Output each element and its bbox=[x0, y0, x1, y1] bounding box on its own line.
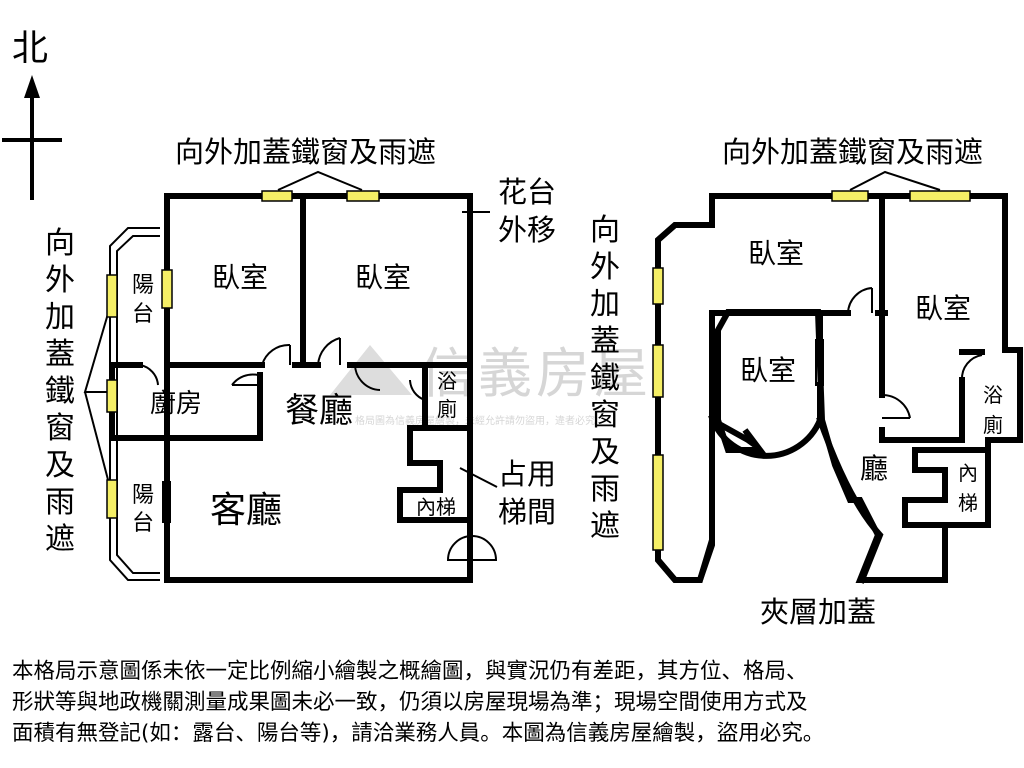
right-west-note-char: 窗 bbox=[590, 398, 620, 433]
left-entrance-door bbox=[446, 535, 498, 561]
right-curved-wall bbox=[708, 414, 824, 459]
right-room-bath-char: 廁 bbox=[983, 413, 1003, 437]
left-west-note: 向 外 加 蓋 鐵 窗 及 雨 遮 bbox=[45, 226, 75, 557]
right-window bbox=[652, 267, 664, 305]
left-planter-note: 外移 bbox=[498, 213, 556, 247]
left-west-note-char: 蓋 bbox=[45, 337, 75, 372]
left-top-note-leader bbox=[277, 170, 363, 191]
left-west-note-char: 雨 bbox=[45, 485, 75, 520]
left-room-stairs: 內梯 bbox=[416, 495, 456, 519]
left-room-bedroom-b: 臥室 bbox=[355, 261, 411, 294]
right-west-note-char: 雨 bbox=[590, 472, 620, 507]
disclaimer-line: 本格局示意圖係未依一定比例縮小繪製之概繪圖，與實況仍有差距，其方位、格局、 bbox=[12, 659, 808, 684]
right-door-arc bbox=[960, 354, 983, 381]
left-room-balcony-bottom-char: 台 bbox=[132, 511, 154, 536]
left-room-balcony-top-char: 台 bbox=[132, 302, 154, 327]
right-west-note-char: 加 bbox=[590, 287, 620, 322]
right-west-note-char: 及 bbox=[590, 435, 620, 470]
disclaimer-line: 面積有無登記(如：露台、陽台等)，請洽業務人員。本圖為信義房屋繪製，盜用必究。 bbox=[12, 721, 825, 746]
watermark-brand: 信義房屋 bbox=[420, 342, 652, 405]
left-west-note-leader bbox=[84, 391, 113, 496]
right-room-bedroom-b: 臥室 bbox=[915, 292, 971, 325]
right-top-note-leader bbox=[849, 170, 941, 191]
right-sliding-door bbox=[815, 339, 824, 386]
left-top-note: 向外加蓋鐵窗及雨遮 bbox=[175, 135, 436, 169]
right-window bbox=[831, 190, 869, 202]
left-west-note-char: 及 bbox=[45, 448, 75, 483]
right-top-note: 向外加蓋鐵窗及雨遮 bbox=[722, 135, 983, 169]
compass: 北 bbox=[2, 28, 62, 200]
left-west-note-char: 遮 bbox=[45, 522, 75, 557]
left-west-note-char: 加 bbox=[45, 300, 75, 335]
left-door-arc bbox=[409, 379, 426, 401]
left-stair-wall bbox=[397, 425, 473, 523]
watermark-notice: 格局圖為信義房屋繪製，未經允許請勿盜用，違者必究 bbox=[355, 414, 595, 427]
disclaimer: 本格局示意圖係未依一定比例縮小繪製之概繪圖，與實況仍有差距，其方位、格局、 形狀… bbox=[12, 656, 1016, 749]
right-west-note-char: 遮 bbox=[590, 509, 620, 544]
left-window bbox=[346, 190, 380, 202]
left-room-bedroom-a: 臥室 bbox=[212, 261, 268, 294]
right-west-note-char: 蓋 bbox=[590, 324, 620, 359]
left-room-living: 客廳 bbox=[210, 490, 282, 531]
left-outer-wall bbox=[164, 193, 473, 583]
right-room-bedroom-c: 臥室 bbox=[740, 354, 796, 387]
left-window bbox=[106, 274, 118, 318]
right-window bbox=[909, 190, 971, 202]
floor-plan-diagram: 信義房屋 格局圖為信義房屋繪製，未經允許請勿盜用，違者必究 北 向外加蓋鐵窗及雨… bbox=[2, 28, 1023, 629]
left-west-note-char: 窗 bbox=[45, 411, 75, 446]
left-stair-leader bbox=[459, 467, 498, 488]
right-bottom-note: 夾層加蓋 bbox=[760, 595, 876, 629]
right-door-arc bbox=[847, 287, 873, 314]
right-curved-wall bbox=[816, 416, 884, 584]
right-west-note-char: 鐵 bbox=[590, 361, 620, 396]
right-room-bedroom-a: 臥室 bbox=[748, 237, 804, 270]
right-room-stairs-char: 梯 bbox=[958, 491, 978, 515]
right-window bbox=[652, 454, 664, 551]
left-room-bath-char: 浴 bbox=[437, 369, 457, 393]
left-west-note-char: 外 bbox=[45, 263, 75, 298]
left-stair-note: 梯間 bbox=[498, 495, 556, 529]
right-plan: 向外加蓋鐵窗及雨遮 向 外 加 蓋 鐵 窗 及 雨 遮 bbox=[590, 135, 1023, 629]
left-west-note-char: 向 bbox=[45, 226, 75, 261]
right-door-arc bbox=[881, 393, 911, 419]
right-room-hall: 廳 bbox=[860, 452, 888, 485]
left-door-arc bbox=[139, 364, 159, 386]
left-west-note-char: 鐵 bbox=[45, 374, 75, 409]
left-room-balcony-top-char: 陽 bbox=[132, 273, 154, 298]
right-room-bath-char: 浴 bbox=[983, 383, 1003, 407]
left-room-bath-char: 廁 bbox=[437, 397, 457, 421]
right-stair-wall bbox=[902, 447, 948, 528]
left-door-arc bbox=[231, 373, 259, 386]
left-door-arc bbox=[354, 364, 381, 391]
left-sliding-door bbox=[162, 481, 171, 523]
left-plan: 向外加蓋鐵窗及雨遮 向 外 加 蓋 鐵 窗 及 雨 遮 bbox=[45, 135, 556, 583]
left-planter-note: 花台 bbox=[498, 175, 556, 209]
right-window bbox=[652, 344, 664, 398]
right-outer-wall bbox=[655, 193, 715, 583]
left-window bbox=[161, 269, 173, 309]
left-window bbox=[106, 479, 118, 519]
left-stair-note: 占用 bbox=[498, 457, 556, 491]
right-west-note: 向 外 加 蓋 鐵 窗 及 雨 遮 bbox=[590, 213, 620, 544]
left-room-balcony-bottom-char: 陽 bbox=[132, 483, 154, 508]
left-window bbox=[106, 379, 118, 413]
compass-arrowhead-icon bbox=[24, 75, 40, 98]
left-window bbox=[261, 190, 293, 202]
compass-north-label: 北 bbox=[12, 28, 48, 69]
right-west-note-char: 向 bbox=[590, 213, 620, 248]
watermark: 信義房屋 格局圖為信義房屋繪製，未經允許請勿盜用，違者必究 bbox=[330, 342, 652, 427]
left-room-dining: 餐廳 bbox=[285, 391, 353, 431]
watermark-logo-icon bbox=[330, 345, 412, 395]
left-door-arc bbox=[261, 343, 291, 366]
right-room-stairs-char: 內 bbox=[958, 461, 978, 485]
left-room-kitchen: 廚房 bbox=[150, 389, 202, 419]
right-west-note-char: 外 bbox=[590, 250, 620, 285]
left-door-arc bbox=[317, 337, 341, 366]
disclaimer-line: 形狀等與地政機關測量成果圖未必一致，仍須以房屋現場為準；現場空間使用方式及 bbox=[12, 690, 808, 715]
